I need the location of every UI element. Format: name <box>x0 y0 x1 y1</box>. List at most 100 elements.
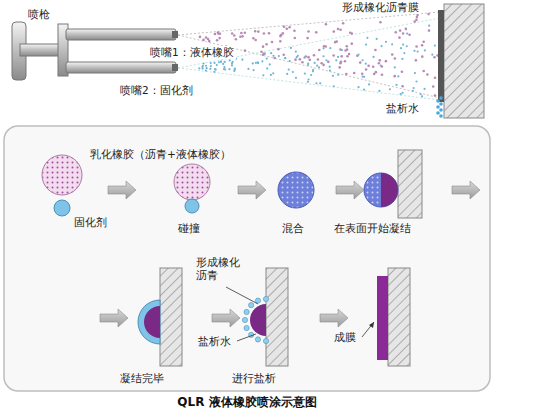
spray-dot <box>234 69 236 71</box>
spray-dot <box>376 38 378 40</box>
spray-dot <box>304 72 306 74</box>
spray-dot <box>329 69 331 71</box>
spray-dot <box>205 65 207 67</box>
spray-dot <box>361 73 364 76</box>
spray-dot <box>304 55 307 58</box>
spray-dot <box>224 61 226 63</box>
spray-dot <box>420 93 422 95</box>
spray-dot <box>337 74 339 76</box>
salt-water <box>242 296 268 343</box>
spray-dot <box>346 55 349 58</box>
spray-dot <box>434 94 437 97</box>
spray-dot <box>222 63 224 65</box>
spray-dot <box>231 32 234 35</box>
spray-dot <box>350 42 353 45</box>
spray-dot <box>357 86 359 88</box>
spray-dot <box>314 62 316 64</box>
spray-dot <box>247 68 249 70</box>
spray-dot <box>260 51 263 54</box>
spray-dot <box>320 62 323 65</box>
spray-dot <box>337 28 340 31</box>
spray-dot <box>257 62 259 64</box>
spray-dot <box>265 43 268 46</box>
spray-dot <box>394 31 397 34</box>
caption: QLR 液体橡胶喷涂示意图 <box>177 394 316 411</box>
step-arrow <box>108 181 136 199</box>
spray-dot <box>368 83 370 85</box>
step-label: 碰撞 <box>178 222 200 235</box>
spray-dot <box>378 90 380 92</box>
spray-dot <box>415 45 418 48</box>
salt-water-drop <box>436 111 440 115</box>
step-arrow <box>452 181 480 199</box>
spray-dot <box>262 45 265 48</box>
spray-dot <box>316 65 318 67</box>
spray-dot <box>373 73 376 76</box>
spray-dot <box>421 55 424 58</box>
spray-dot <box>397 75 399 77</box>
salt-water-label: 盐析水 <box>198 335 231 348</box>
spray-dot <box>292 71 294 73</box>
step-arrow <box>336 181 364 199</box>
spray-dot <box>261 60 263 62</box>
spray-dot <box>356 54 359 57</box>
wall <box>398 150 422 218</box>
spray-dot <box>317 58 320 61</box>
salt-water-drop <box>244 325 249 330</box>
spray-dot <box>357 54 359 56</box>
spray-dot <box>380 45 382 47</box>
spray-dot <box>374 49 377 52</box>
spray-dot <box>295 50 297 52</box>
spray-dot <box>414 72 416 74</box>
salt-water-drop <box>436 105 440 109</box>
spray-dot <box>325 23 328 26</box>
spray-dot <box>277 48 280 51</box>
spray-dot <box>393 75 396 78</box>
spray-dot <box>309 59 312 62</box>
spray-dot <box>398 36 401 39</box>
salt-water-drop <box>439 108 443 112</box>
spray-dot <box>428 29 431 32</box>
spray-dot <box>218 61 220 63</box>
spray-dot <box>209 68 211 70</box>
spray-dot <box>406 32 408 34</box>
spray-dot <box>379 21 382 24</box>
spray-dot <box>223 66 225 68</box>
coagulation <box>381 173 398 207</box>
spray-dot <box>254 30 257 33</box>
step-label: 进行盐析 <box>232 372 276 385</box>
spray-dot <box>402 43 404 45</box>
spray-dot <box>431 54 433 56</box>
spray-dot <box>342 22 345 25</box>
spray-dot <box>288 68 290 70</box>
spray-dot <box>254 39 257 42</box>
gun-label: 喷枪 <box>28 8 50 21</box>
curing-agent-droplet <box>54 200 70 216</box>
spray-dot <box>282 32 285 35</box>
spray-dot <box>365 68 368 71</box>
spray-dot <box>216 64 218 66</box>
spray-dot <box>315 82 317 84</box>
spray-dot <box>426 73 429 76</box>
spray-dot <box>372 56 374 58</box>
spray-dot <box>210 65 212 67</box>
spray-dot <box>349 31 352 34</box>
spray-dot <box>312 69 314 71</box>
spray-dot <box>214 68 216 70</box>
spray-dot <box>401 92 403 94</box>
spray-dot <box>345 45 348 48</box>
spray-dot <box>220 61 222 63</box>
spray-dot <box>202 39 205 42</box>
spray-dot <box>286 73 288 75</box>
spray-dot <box>381 73 384 76</box>
spray-dot <box>213 71 215 73</box>
salt-water-drop <box>242 317 247 322</box>
panel <box>4 126 490 391</box>
spray-dot <box>422 70 425 73</box>
spray-dot <box>428 25 430 27</box>
salt-water-drop <box>244 309 249 314</box>
spray-dot <box>348 53 351 56</box>
spray-dot <box>366 37 368 39</box>
spray-dot <box>421 44 424 47</box>
spray-dot <box>202 62 204 64</box>
